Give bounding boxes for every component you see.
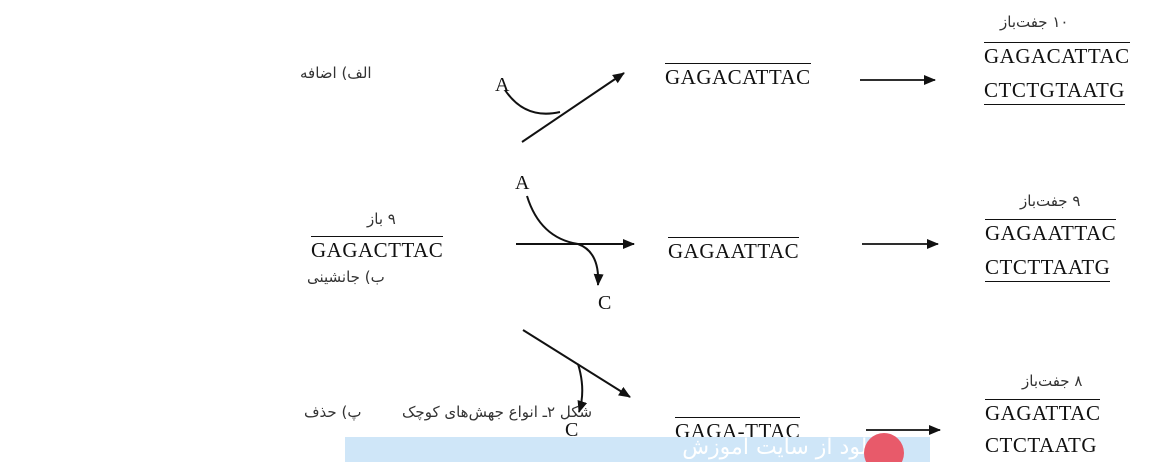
substitution-label: ب) جانشینی [307, 268, 385, 286]
watermark-logo [864, 433, 904, 462]
substitution-curve-in [526, 195, 579, 245]
watermark-text: دانلود از سایت آموزش [682, 437, 890, 460]
incoming-base-a: A [515, 172, 530, 194]
substitution-duplex-bottom: CTCTTAATG [985, 255, 1111, 282]
deletion-duplex-bottom: CTCTAATG [985, 433, 1097, 457]
substitution-curve-out [577, 243, 604, 286]
insertion-duplex-bottom: CTCTGTAATG [984, 78, 1125, 105]
outgoing-base-c: C [598, 292, 612, 314]
caption: شکل ۲ـ انواع جهش‌های کوچک [402, 403, 593, 421]
insertion-main-arrow [521, 72, 625, 143]
inserted-base-a: A [495, 74, 510, 96]
substitution-duplex-top: GAGAATTAC [985, 219, 1117, 245]
insertion-label: الف) اضافه [300, 64, 372, 82]
deletion-curve-out [577, 363, 588, 413]
deletion-pair-count: ۸ جفت‌باز [1022, 372, 1083, 390]
insertion-pair-count: ۱۰ جفت‌باز [1000, 13, 1069, 31]
deletion-main-arrow [522, 329, 631, 398]
insertion-curve-arrow [504, 89, 561, 115]
original-strand: GAGACTTAC [311, 236, 444, 262]
substitution-pair-count: ۹ جفت‌باز [1020, 192, 1081, 210]
watermark-banner: دانلود از سایت آموزش [345, 437, 930, 462]
insertion-duplex-top: GAGACATTAC [984, 42, 1130, 68]
deleted-base-c: C [565, 419, 579, 441]
deletion-label: پ) حذف [304, 403, 362, 421]
original-base-count: ۹ باز [367, 210, 396, 228]
substitution-result-strand: GAGAATTAC [668, 237, 800, 263]
deletion-duplex-top: GAGATTAC [985, 399, 1101, 425]
insertion-result-strand: GAGACATTAC [665, 63, 811, 89]
